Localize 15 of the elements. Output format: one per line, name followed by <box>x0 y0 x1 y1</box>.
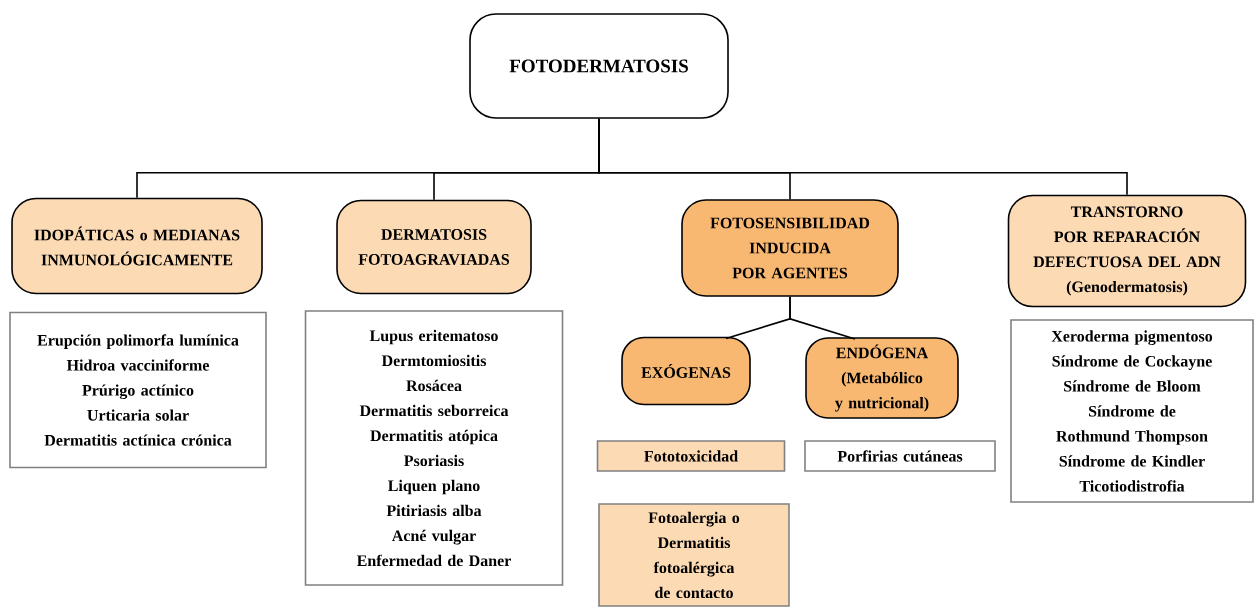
category-box: TRANSTORNO POR REPARACIÓN DEFECTUOSA DEL ADN (Genodermatosis) <box>1007 194 1247 308</box>
list-box: Xeroderma pigmentoso Síndrome de Cockayne Síndrome de Bloom Síndrome de Rothmund Thompson Síndrome de Kindler Ticotiodistrofia <box>1010 319 1254 503</box>
list-box: Fototoxicidad <box>596 440 786 472</box>
connector-line <box>789 296 856 340</box>
category-box: DERMATOSIS FOTOAGRAVIADAS <box>336 199 532 295</box>
category-box: FOTOSENSIBILIDAD INDUCIDA POR AGENTES <box>681 199 899 297</box>
list-box: Porfirias cutáneas <box>804 440 996 472</box>
list-box: Erupción polimorfa lumínica Hidroa vacciniforme Prúrigo actínico Urticaria solar Dermatitis actínica crónica <box>9 311 267 469</box>
list-box: Fotoalergia o Dermatitis fotoalérgica de contacto <box>598 503 790 607</box>
category-box: IDOPÁTICAS o MEDIANAS INMUNOLÓGICAMENTE <box>11 197 263 295</box>
list-box: Lupus eritematoso Dermtomiositis Rosácea Dermatitis seborreica Dermatitis atópica Psoriasis Liquen plano Pitiriasis alba Acné vulgar Enfermedad de Daner <box>304 310 564 586</box>
subcategory-box: EXÓGENAS <box>621 336 751 406</box>
subcategory-box: ENDÓGENA (Metabólico y nutricional) <box>805 337 959 419</box>
root-box: FOTODERMATOSIS <box>469 13 729 119</box>
connector-line <box>598 118 1128 196</box>
